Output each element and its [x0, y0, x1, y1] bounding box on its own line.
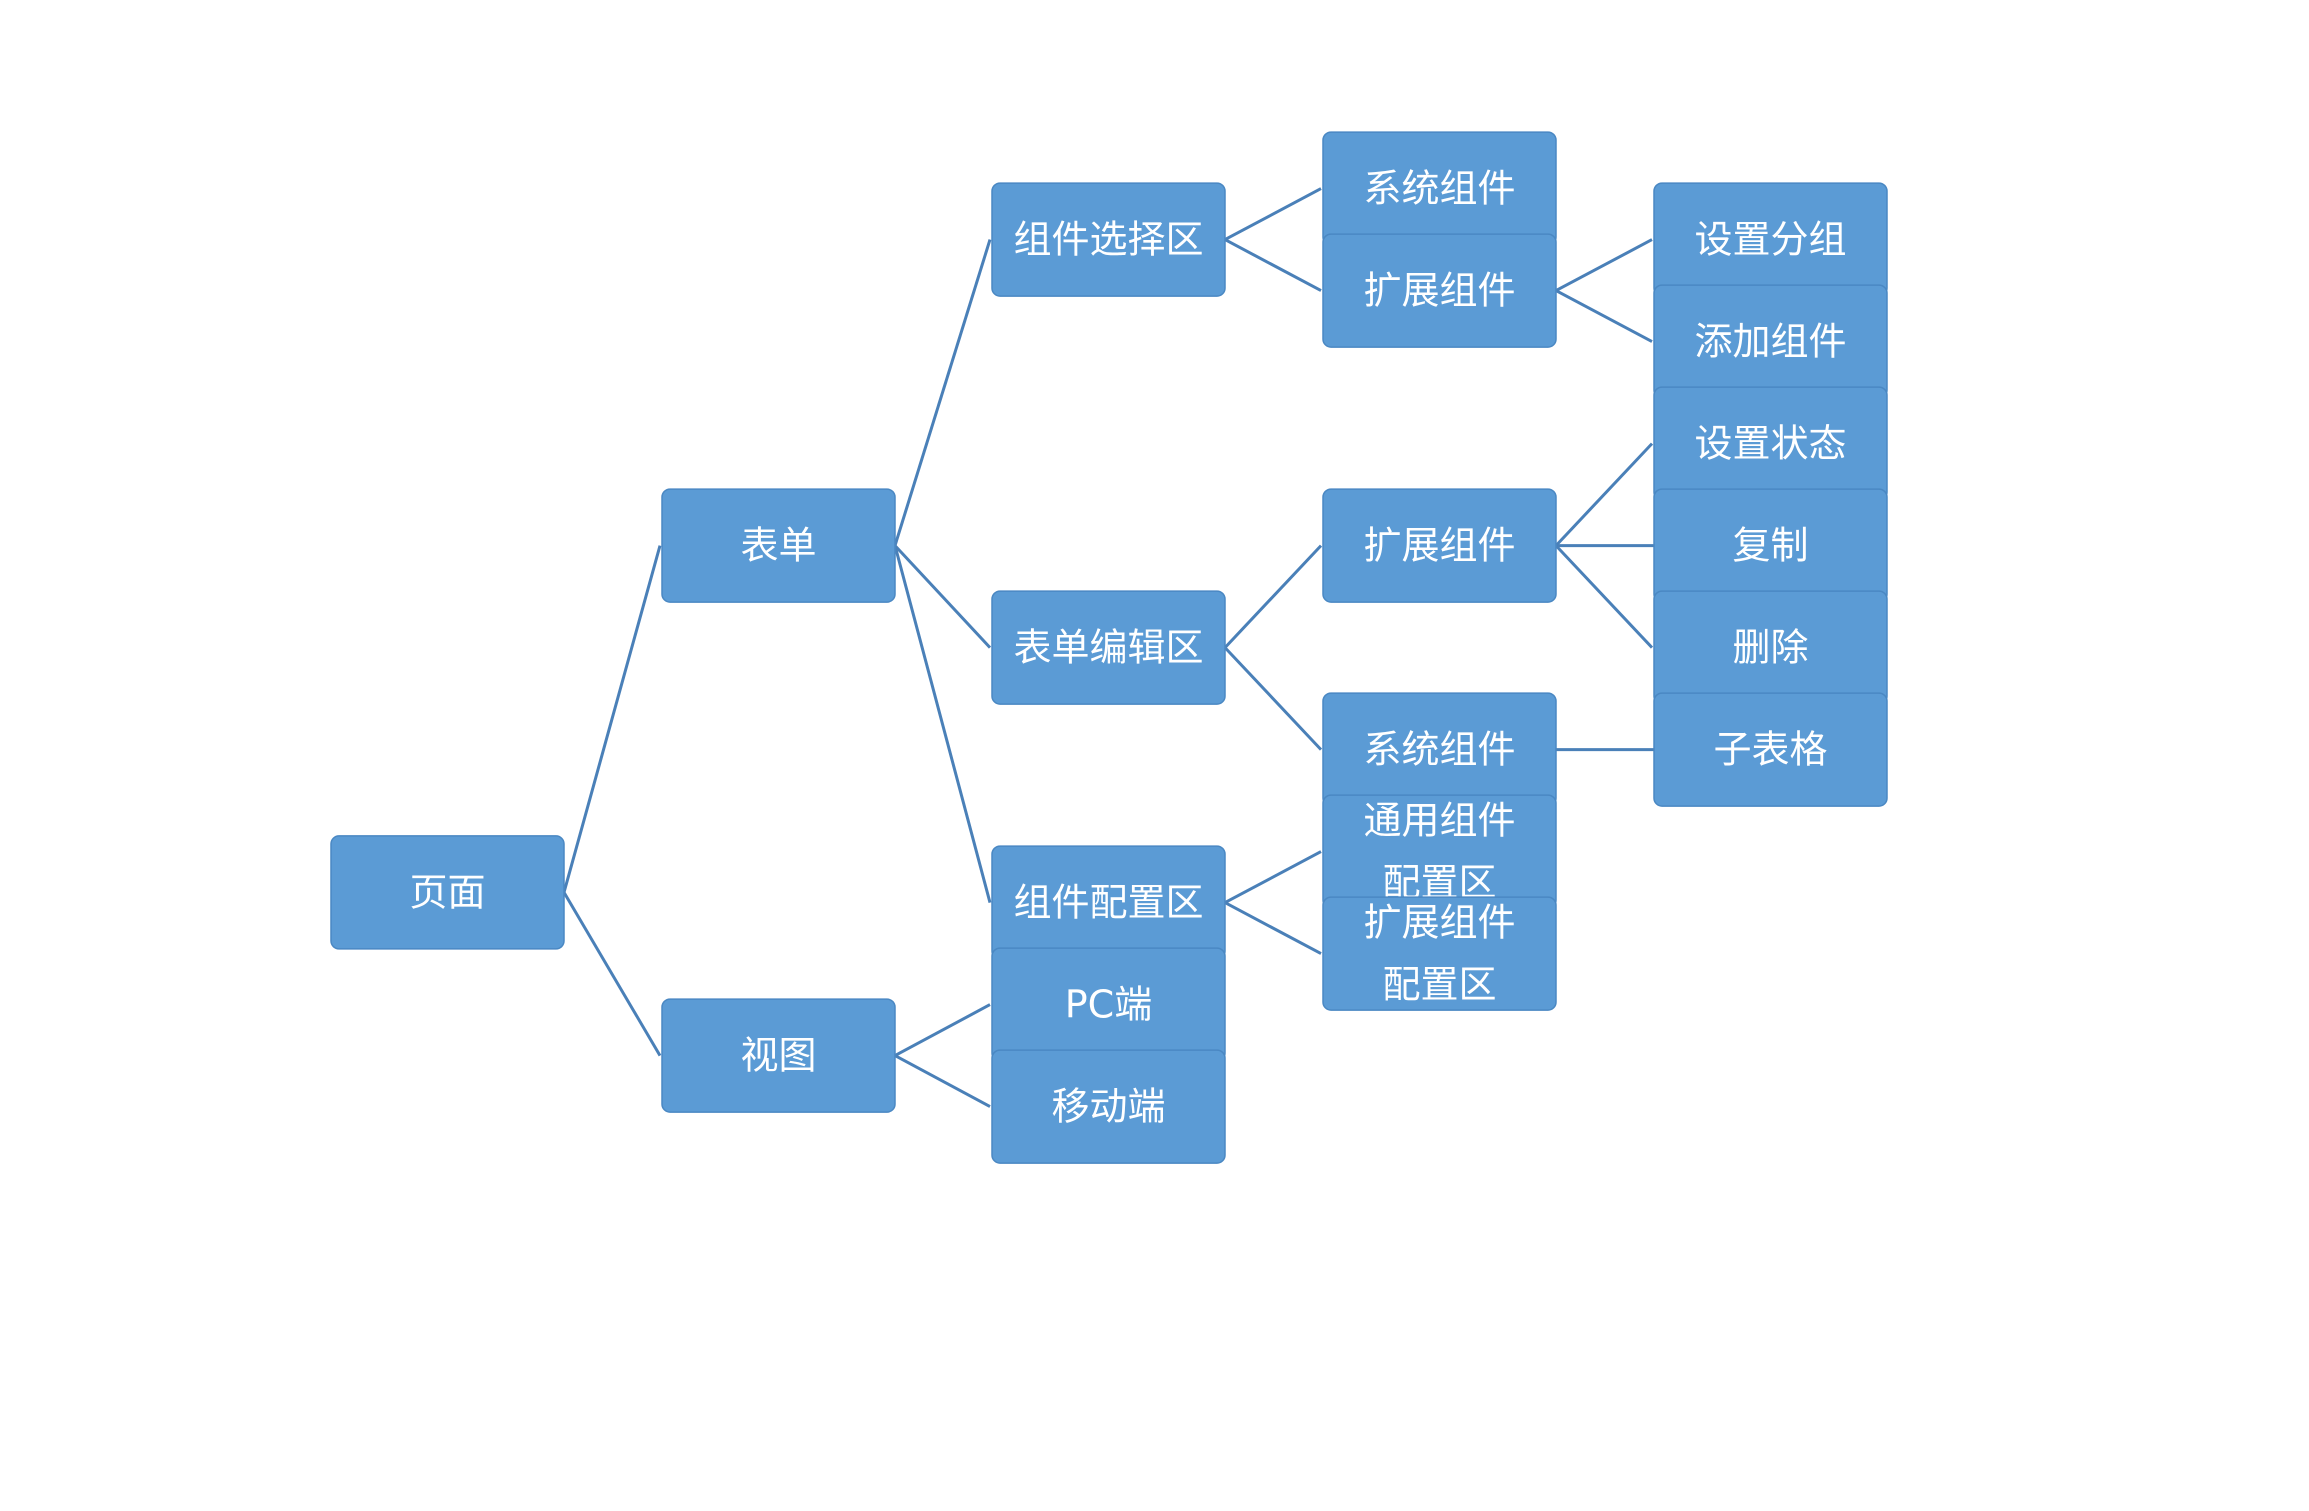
connector-line: [894, 1003, 991, 1057]
connector-line: [893, 239, 992, 547]
connector-line: [1224, 850, 1322, 904]
node-box: [991, 1049, 1226, 1164]
node-box: [991, 590, 1226, 705]
node-component-select-area: 组件选择区: [991, 182, 1226, 297]
node-label: 表单: [740, 524, 816, 568]
node-label: PC端: [1065, 983, 1152, 1027]
node-box: [1653, 692, 1888, 807]
connector-line: [1555, 289, 1653, 343]
node-label: 通用组件: [1363, 799, 1515, 843]
node-label: 设置状态: [1694, 422, 1846, 466]
connector-line: [1554, 442, 1654, 547]
node-pc: PC端: [991, 947, 1226, 1062]
node-extension-components: 扩展组件: [1322, 233, 1557, 348]
node-label: 扩展组件: [1363, 524, 1515, 568]
connector-line: [1554, 544, 1654, 649]
connector-line: [1224, 187, 1322, 241]
connector-line: [1224, 238, 1322, 292]
node-form-edit-area: 表单编辑区: [991, 590, 1226, 705]
node-copy: 复制: [1653, 488, 1888, 603]
node-label: 复制: [1732, 524, 1808, 568]
node-set-status: 设置状态: [1653, 386, 1888, 501]
connector-line: [1223, 544, 1323, 649]
node-label: 组件配置区: [1013, 881, 1203, 925]
node-add-component: 添加组件: [1653, 284, 1888, 399]
node-label: 删除: [1732, 626, 1808, 670]
node-form: 表单: [661, 488, 896, 603]
node-page: 页面: [330, 835, 565, 950]
node-box: [330, 835, 565, 950]
node-component-config-area: 组件配置区: [991, 845, 1226, 960]
connector-line: [562, 891, 662, 1057]
node-box: [661, 488, 896, 603]
node-box: [661, 998, 896, 1113]
connector-line: [893, 545, 992, 903]
node-label: 设置分组: [1694, 218, 1846, 262]
node-box: [1322, 896, 1557, 1011]
node-label: 页面: [409, 870, 485, 914]
node-delete: 删除: [1653, 590, 1888, 705]
node-label: 系统组件: [1363, 728, 1515, 772]
node-label: 移动端: [1051, 1085, 1165, 1129]
connector-line: [562, 545, 662, 893]
node-label: 添加组件: [1694, 320, 1846, 364]
node-box: [991, 182, 1226, 297]
node-label: 系统组件: [1363, 167, 1515, 211]
node-box: [1322, 233, 1557, 348]
connector-lines: [562, 187, 1654, 1108]
connector-line: [1555, 238, 1653, 292]
connector-line: [1224, 901, 1322, 955]
node-label: 视图: [740, 1034, 816, 1078]
node-extension-components: 扩展组件: [1322, 488, 1557, 603]
node-system-components: 系统组件: [1322, 692, 1557, 807]
node-label: 组件选择区: [1013, 218, 1203, 262]
node-label: 扩展组件: [1363, 269, 1515, 313]
node-sub-table: 子表格: [1653, 692, 1888, 807]
node-box: [1322, 488, 1557, 603]
node-set-group: 设置分组: [1653, 182, 1888, 297]
node-label: 配置区: [1382, 963, 1496, 1007]
connector-line: [894, 1054, 991, 1108]
node-label: 扩展组件: [1363, 901, 1515, 945]
node-label: 子表格: [1713, 728, 1827, 772]
node-system-components: 系统组件: [1322, 131, 1557, 246]
connector-line: [893, 544, 992, 649]
node-view: 视图: [661, 998, 896, 1113]
diagram-nodes: 页面表单组件选择区系统组件扩展组件设置分组添加组件表单编辑区扩展组件设置状态复制…: [330, 131, 1888, 1164]
connector-line: [1223, 646, 1323, 751]
node-mobile: 移动端: [991, 1049, 1226, 1164]
node-label: 表单编辑区: [1013, 626, 1203, 670]
